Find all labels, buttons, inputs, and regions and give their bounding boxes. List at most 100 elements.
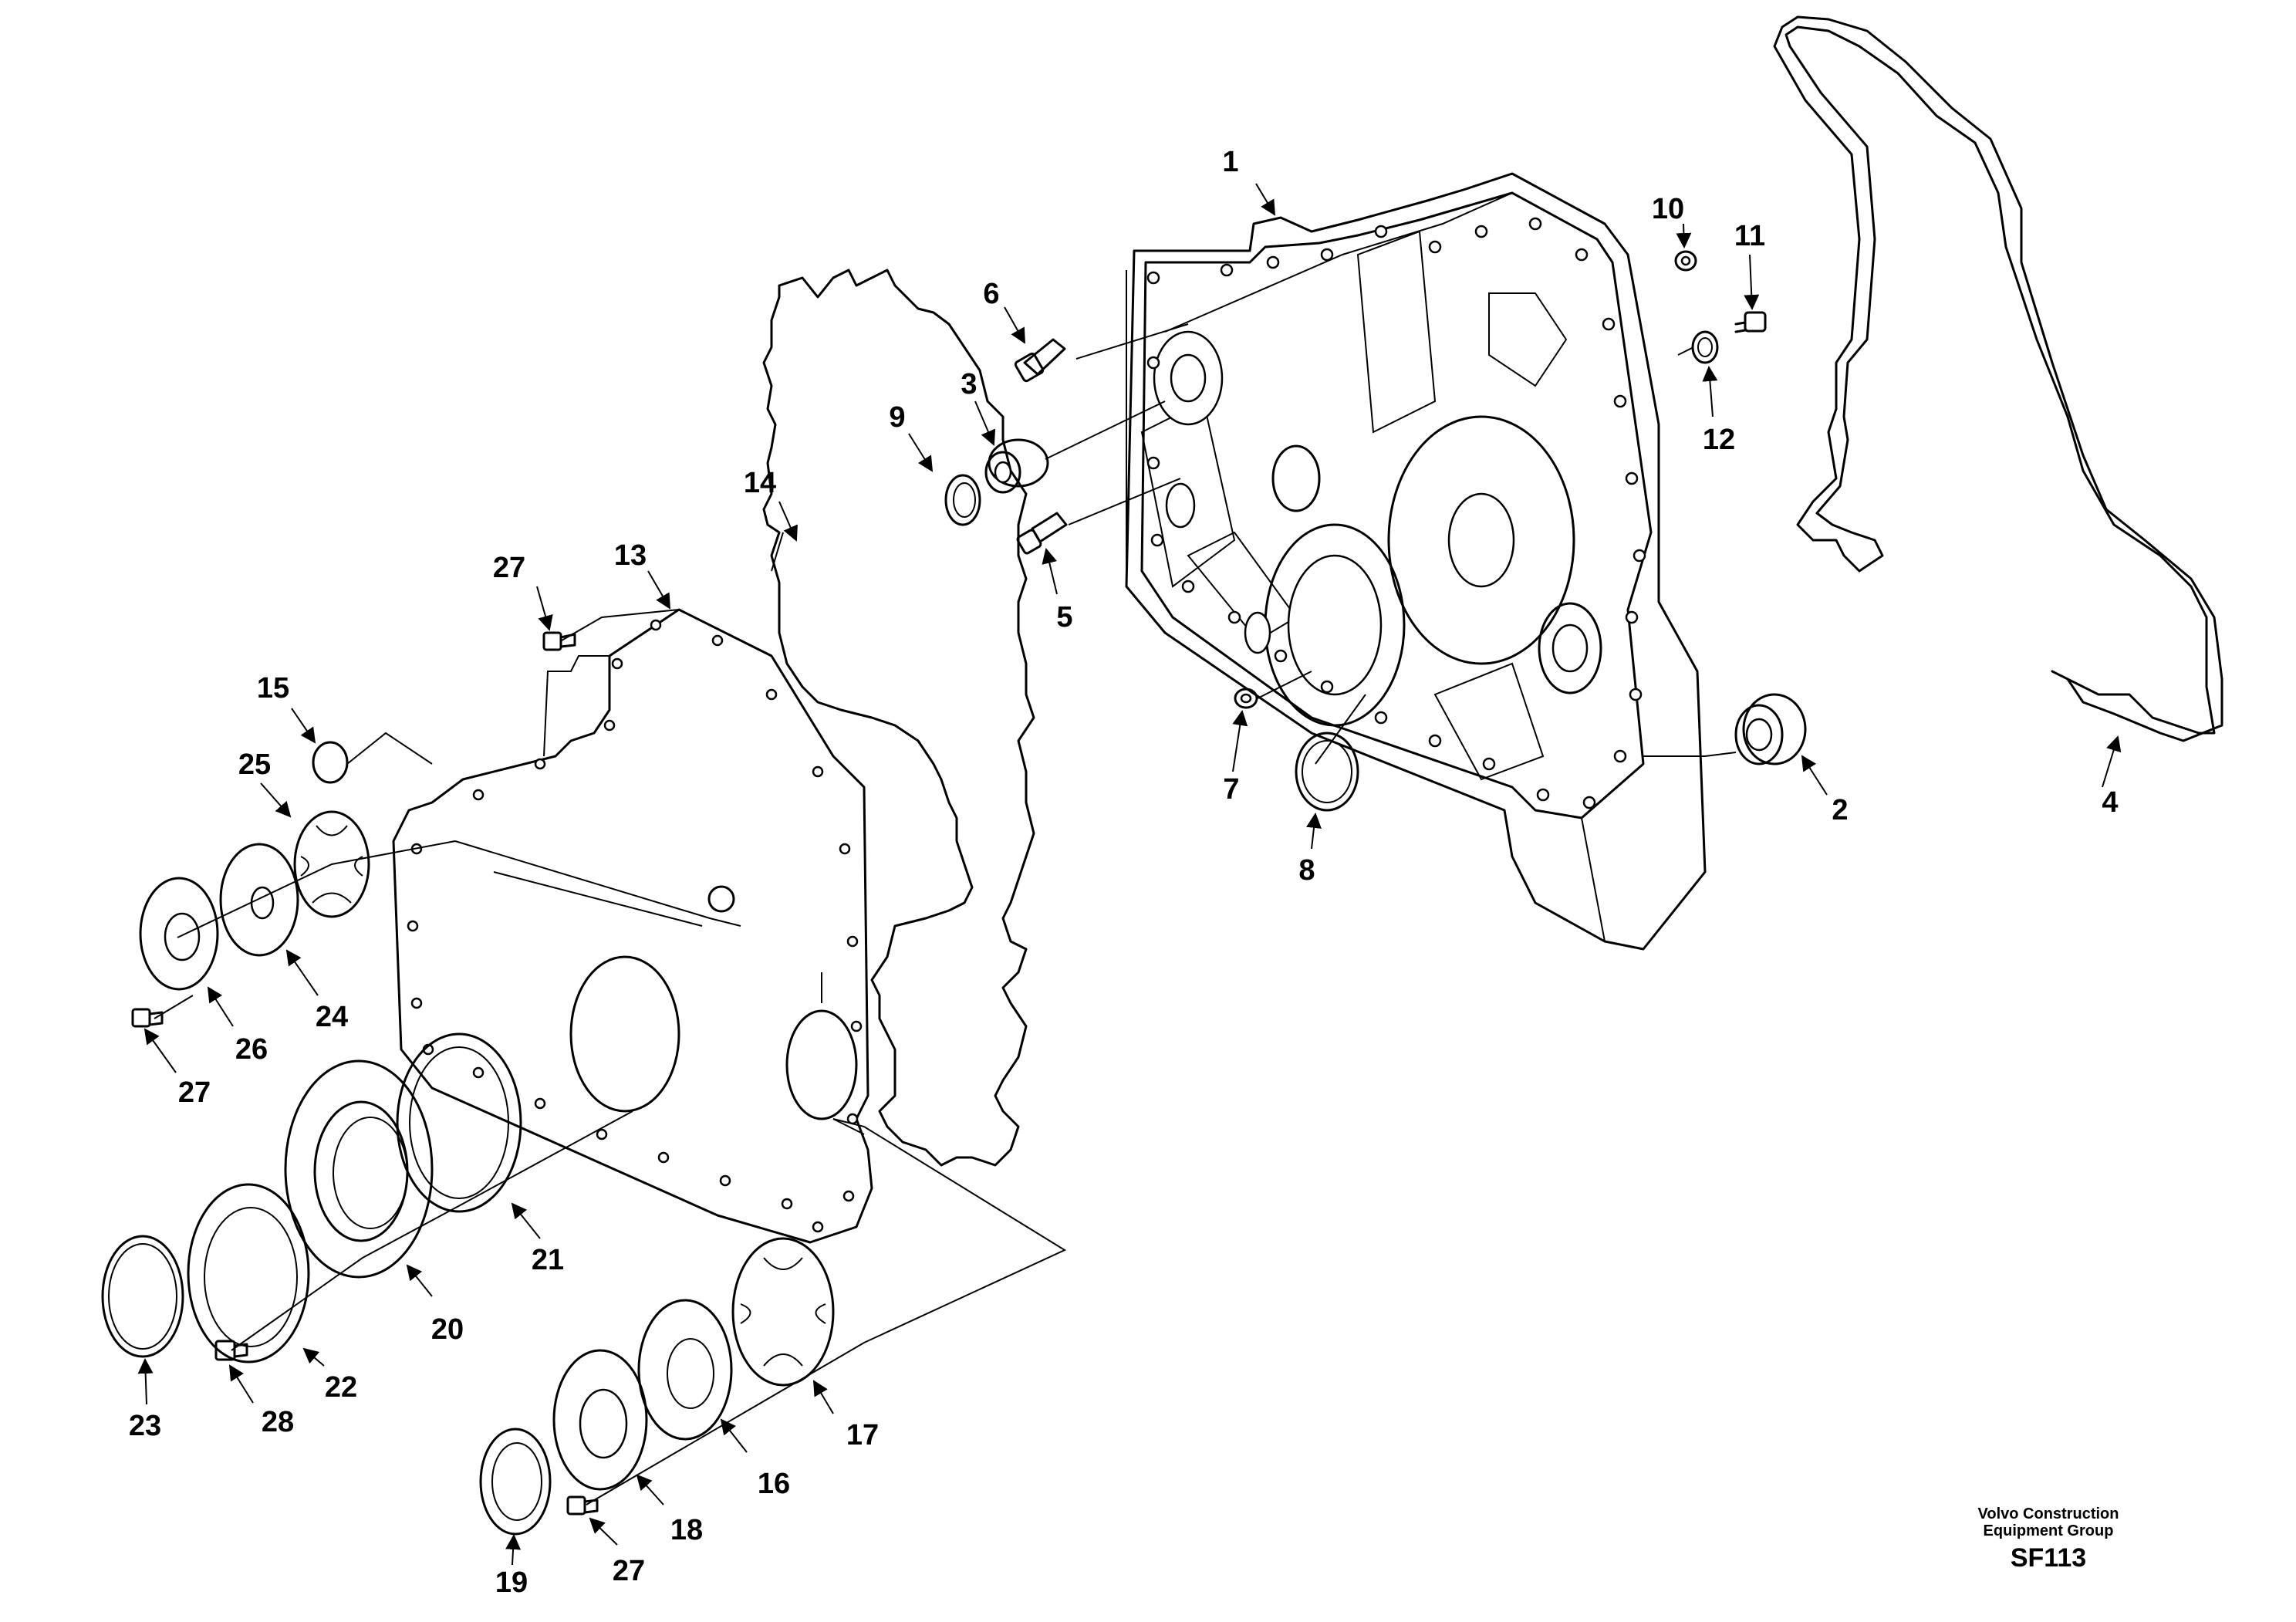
- seal-8: [1295, 732, 1359, 812]
- bolt-hole: [1602, 317, 1616, 331]
- bolt-27-left: [131, 1008, 164, 1028]
- plate-26: [139, 877, 219, 991]
- bolt-hole: [812, 1221, 824, 1233]
- seal-housing-20: [284, 1059, 434, 1279]
- diagram-footer: Volvo Construction Equipment Group SF113: [1978, 1505, 2119, 1573]
- bolt-hole: [1146, 356, 1160, 370]
- bolt-hole: [472, 1066, 485, 1079]
- label-part-17: 17: [846, 1419, 879, 1451]
- bolt-hole: [1428, 240, 1442, 254]
- label-part-14: 14: [744, 467, 776, 499]
- bolt-hole: [719, 1174, 731, 1187]
- diagram-code: SF113: [2011, 1543, 2086, 1573]
- gasket-21: [396, 1032, 522, 1213]
- bolt-hole: [1227, 610, 1241, 624]
- bolt-hole: [1582, 796, 1596, 809]
- bolt-hole: [611, 657, 623, 670]
- plug-11: [1734, 311, 1767, 333]
- bolt-hole: [1474, 225, 1488, 238]
- part-number-labels: 1 2 3 4 5 6 7 8 9 10 11 12 13 14 15 16 1…: [129, 146, 2119, 1599]
- label-part-21: 21: [532, 1244, 564, 1276]
- bolt-hole: [1266, 255, 1280, 269]
- label-part-8: 8: [1298, 854, 1315, 887]
- washer-12: [1691, 330, 1719, 364]
- front-cover-gasket: [762, 269, 1035, 1167]
- bolt-hole: [1146, 271, 1160, 285]
- seal-9: [944, 474, 981, 526]
- timing-gear-housing: [1125, 172, 1707, 951]
- bolt-hole: [1220, 263, 1234, 277]
- label-part-7: 7: [1223, 773, 1239, 806]
- label-part-27-left: 27: [178, 1076, 211, 1109]
- bolt-hole: [1482, 757, 1496, 771]
- bolt-hole: [534, 1097, 546, 1110]
- bolt-6: [1014, 338, 1066, 383]
- bolt-hole: [603, 719, 616, 732]
- bolt-5: [1016, 512, 1068, 555]
- label-part-4: 4: [2102, 786, 2118, 819]
- label-part-11: 11: [1734, 220, 1765, 252]
- label-part-1: 1: [1222, 146, 1238, 178]
- bolt-hole: [842, 1190, 855, 1202]
- bolt-hole: [407, 920, 419, 932]
- bolt-hole: [812, 765, 824, 778]
- bolt-hole: [846, 935, 859, 948]
- label-part-24: 24: [316, 1001, 348, 1033]
- company-name-line1: Volvo Construction: [1978, 1505, 2119, 1522]
- nut-7: [1234, 688, 1258, 709]
- plug-15: [312, 741, 349, 784]
- bolt-hole: [472, 789, 485, 801]
- bolt-hole: [657, 1151, 670, 1164]
- bolt-hole: [1536, 788, 1550, 802]
- label-part-16: 16: [758, 1468, 790, 1500]
- front-cover-plate: [392, 608, 873, 1244]
- gasket-25: [293, 810, 370, 918]
- bolt-27-top: [542, 631, 576, 651]
- housing-gasket: [1773, 15, 2223, 742]
- label-part-9: 9: [889, 401, 905, 434]
- label-part-28: 28: [262, 1406, 294, 1438]
- bolt-hole: [1625, 471, 1639, 485]
- bolt-hole: [1146, 456, 1160, 470]
- bolt-hole: [1320, 248, 1334, 262]
- bolt-hole: [534, 758, 546, 770]
- bolt-hole: [781, 1198, 793, 1210]
- bearing-3: [984, 438, 1049, 494]
- label-part-12: 12: [1703, 424, 1735, 456]
- label-part-3: 3: [961, 368, 977, 400]
- label-part-13: 13: [614, 539, 647, 572]
- label-part-20: 20: [431, 1313, 464, 1346]
- bolt-hole: [711, 634, 724, 647]
- bolt-hole: [596, 1128, 608, 1140]
- bolt-hole: [1374, 225, 1388, 238]
- bolt-hole: [1629, 688, 1643, 701]
- label-part-23: 23: [129, 1410, 161, 1442]
- label-part-6: 6: [983, 278, 999, 310]
- bearing-2: [1734, 693, 1807, 765]
- bolt-hole: [765, 688, 778, 701]
- bolt-hole: [410, 997, 423, 1009]
- bolt-hole: [1613, 394, 1627, 408]
- callout-leaders: [137, 183, 2122, 1566]
- label-part-5: 5: [1056, 601, 1072, 634]
- label-part-27-bottom: 27: [613, 1555, 645, 1587]
- bolt-hole: [1181, 580, 1195, 593]
- nut-10: [1674, 250, 1697, 272]
- bolt-hole: [839, 843, 851, 855]
- bolt-27-bottom: [566, 1495, 599, 1516]
- bolt-hole: [1528, 217, 1542, 231]
- label-part-27-top: 27: [493, 552, 525, 584]
- seal-23: [101, 1235, 184, 1358]
- label-part-26: 26: [235, 1033, 268, 1066]
- label-part-18: 18: [670, 1514, 703, 1546]
- gasket-17: [731, 1237, 835, 1387]
- seal-19: [479, 1428, 552, 1536]
- bolt-hole: [1274, 649, 1288, 663]
- label-part-10: 10: [1652, 193, 1684, 225]
- bolt-hole: [1320, 680, 1334, 694]
- alignment-lines: [154, 323, 1737, 1505]
- company-name-line2: Equipment Group: [1984, 1522, 2114, 1539]
- bolt-hole: [1374, 711, 1388, 725]
- bolt-hole: [850, 1020, 863, 1032]
